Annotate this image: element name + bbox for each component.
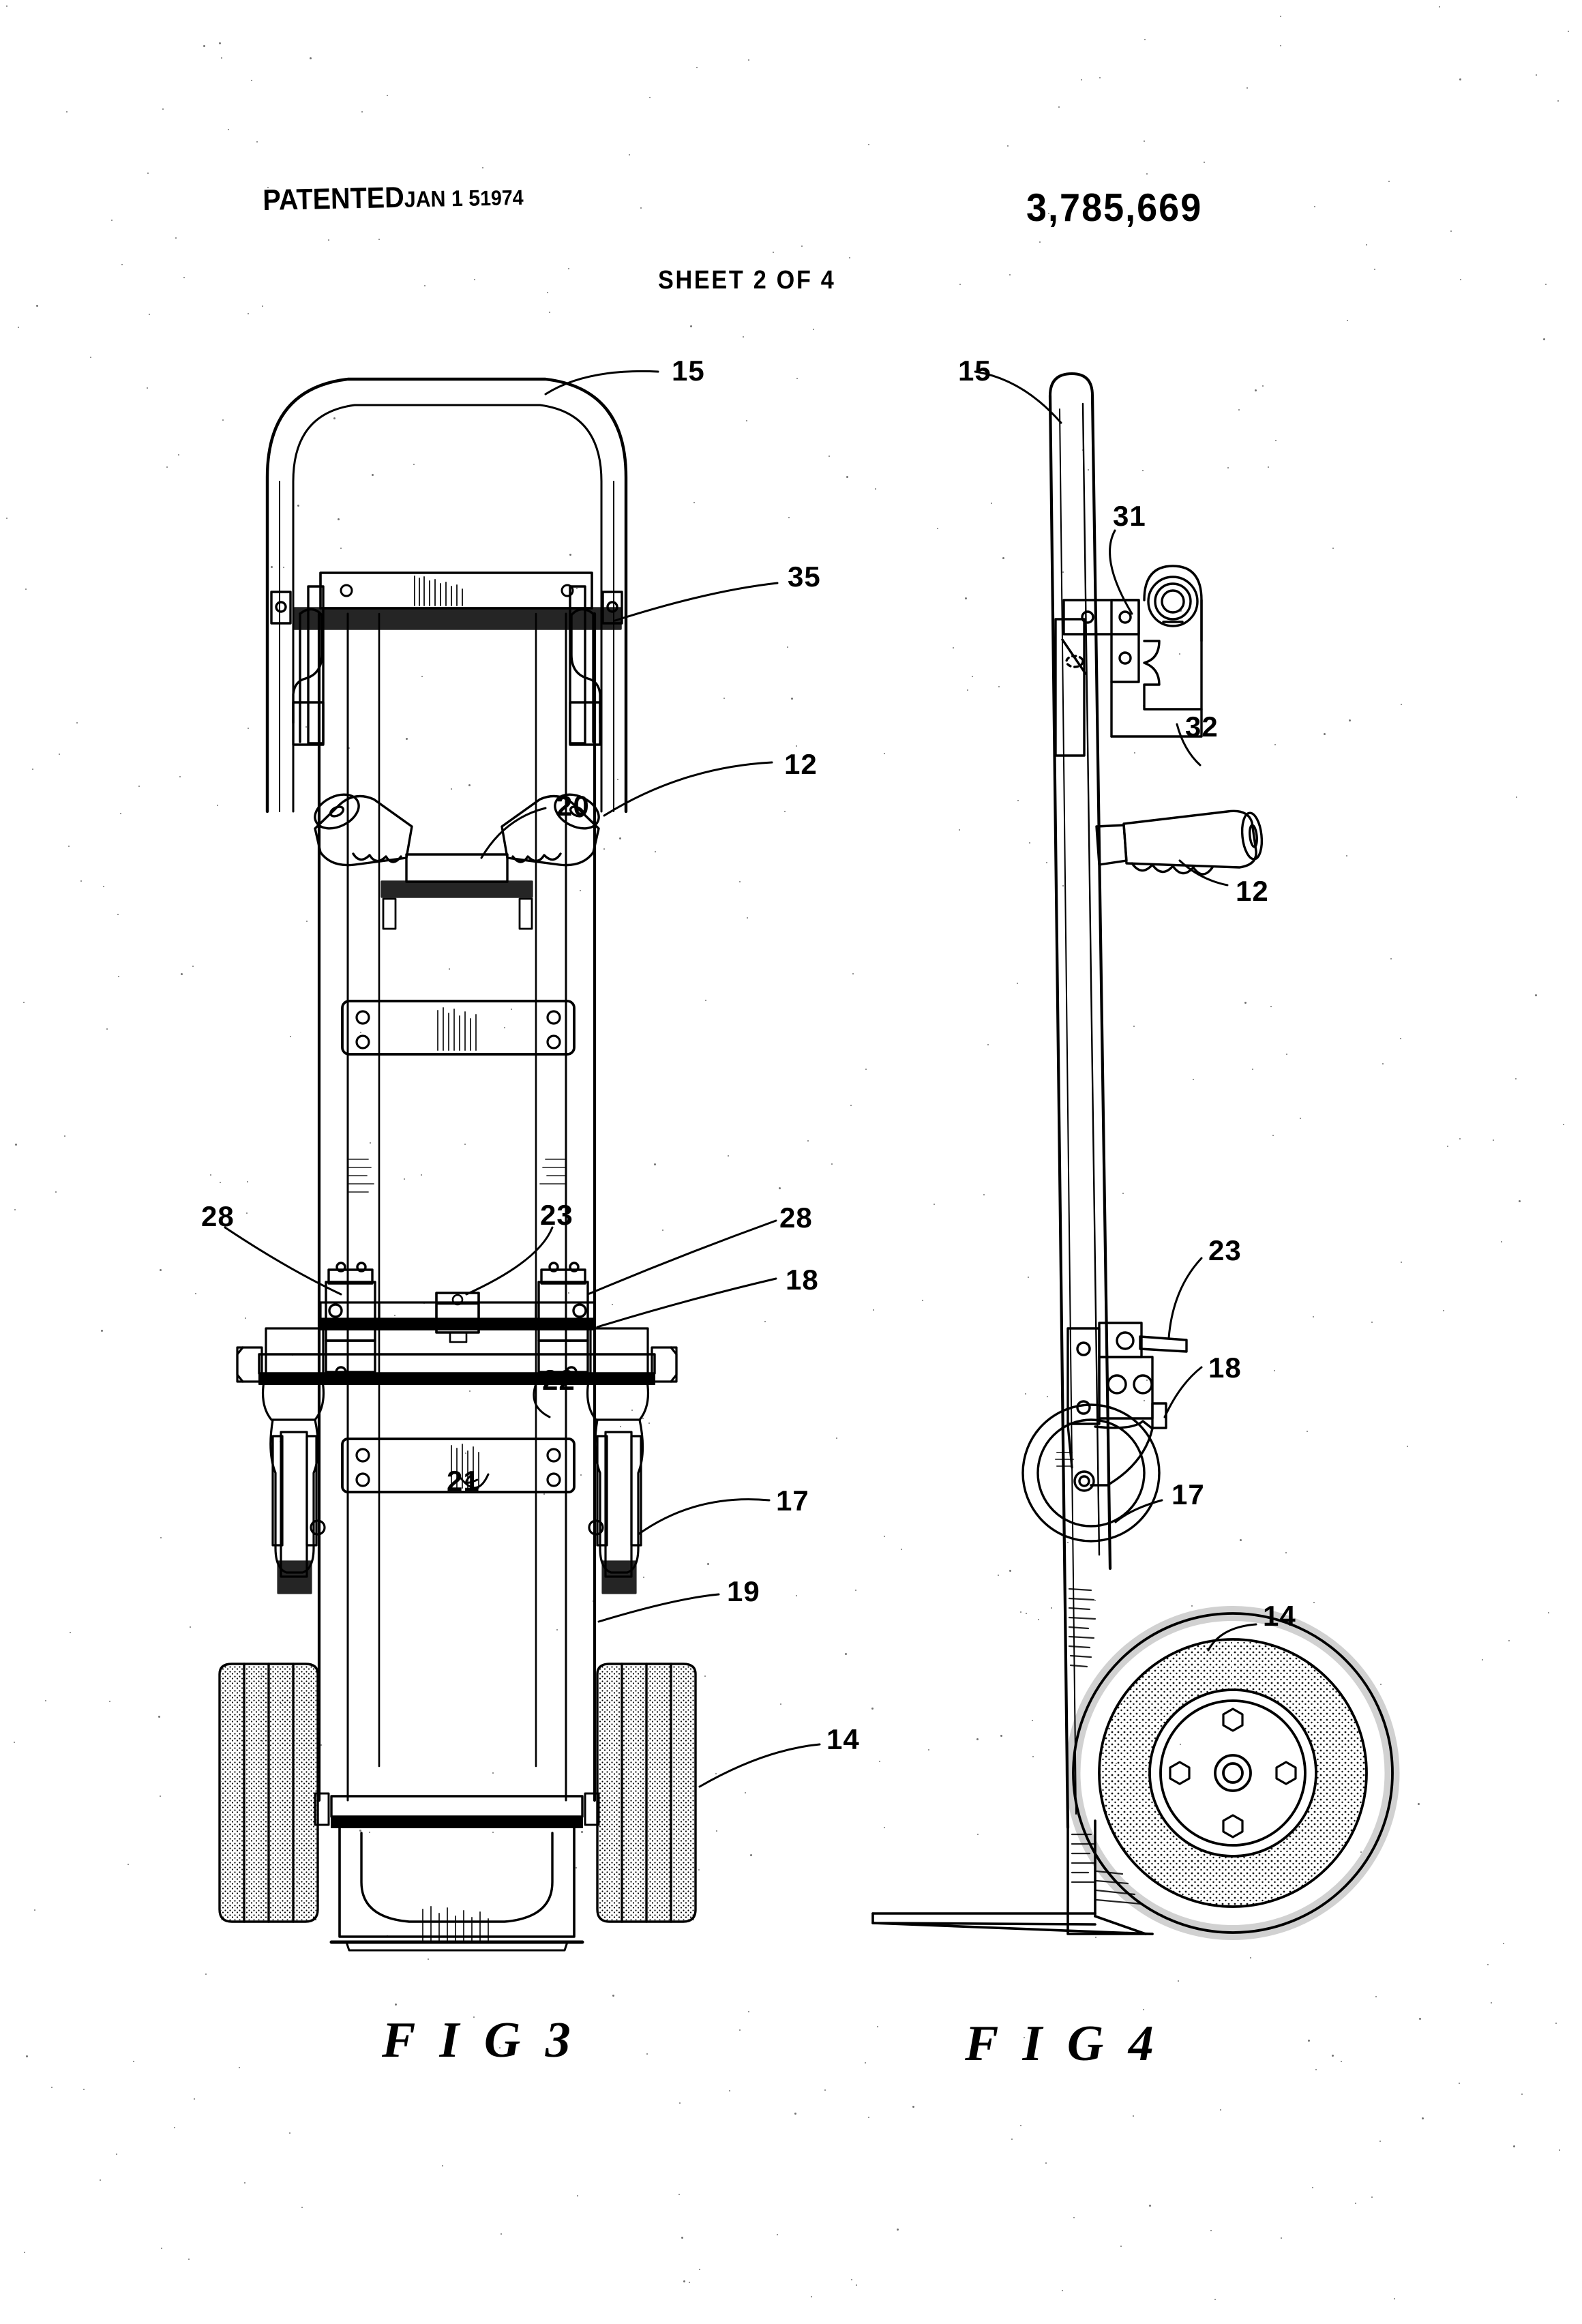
figure-4-caption: F I G 4 [965, 2016, 1160, 2072]
ref-numeral-15-fig4: 15 [958, 355, 991, 387]
patented-date: JAN 1 5 [404, 185, 481, 212]
ref-numeral-32-fig4: 32 [1185, 711, 1219, 743]
ref-numeral-14-fig4: 14 [1263, 1600, 1296, 1632]
ref-numeral-14-fig3: 14 [826, 1723, 860, 1755]
figure-3-caption: F I G 3 [382, 2012, 577, 2068]
ref-numeral-20-fig3: 20 [556, 790, 590, 822]
ref-numeral-28-left-fig3: 28 [201, 1200, 235, 1232]
ref-numeral-22-fig3: 22 [542, 1364, 576, 1396]
ref-numeral-12-fig4: 12 [1236, 875, 1269, 907]
ref-numeral-23-fig3: 23 [540, 1199, 573, 1231]
patented-stamp: PATENTEDJAN 1 51974 [263, 179, 524, 218]
ref-numeral-28-right-fig3: 28 [779, 1202, 813, 1234]
ref-numeral-35-fig3: 35 [788, 561, 821, 593]
ref-numeral-17-fig3: 17 [776, 1485, 809, 1517]
ref-numeral-15-fig3: 15 [672, 355, 705, 387]
patented-label: PATENTED [263, 181, 405, 217]
ref-numeral-12-fig3: 12 [784, 748, 818, 780]
patent-number: 3,785,669 [1026, 186, 1203, 230]
ref-numeral-18-fig3: 18 [786, 1264, 819, 1296]
ref-numeral-21-fig3: 21 [447, 1465, 480, 1497]
ref-numeral-17-fig4: 17 [1171, 1478, 1205, 1510]
ref-numeral-18-fig4: 18 [1208, 1352, 1242, 1384]
ref-numeral-19-fig3: 19 [727, 1575, 760, 1607]
patented-year: 1974 [479, 185, 524, 211]
ref-numeral-23-fig4: 23 [1208, 1234, 1242, 1266]
ref-numeral-31-fig4: 31 [1113, 500, 1146, 532]
sheet-label: SHEET 2 OF 4 [658, 266, 836, 295]
